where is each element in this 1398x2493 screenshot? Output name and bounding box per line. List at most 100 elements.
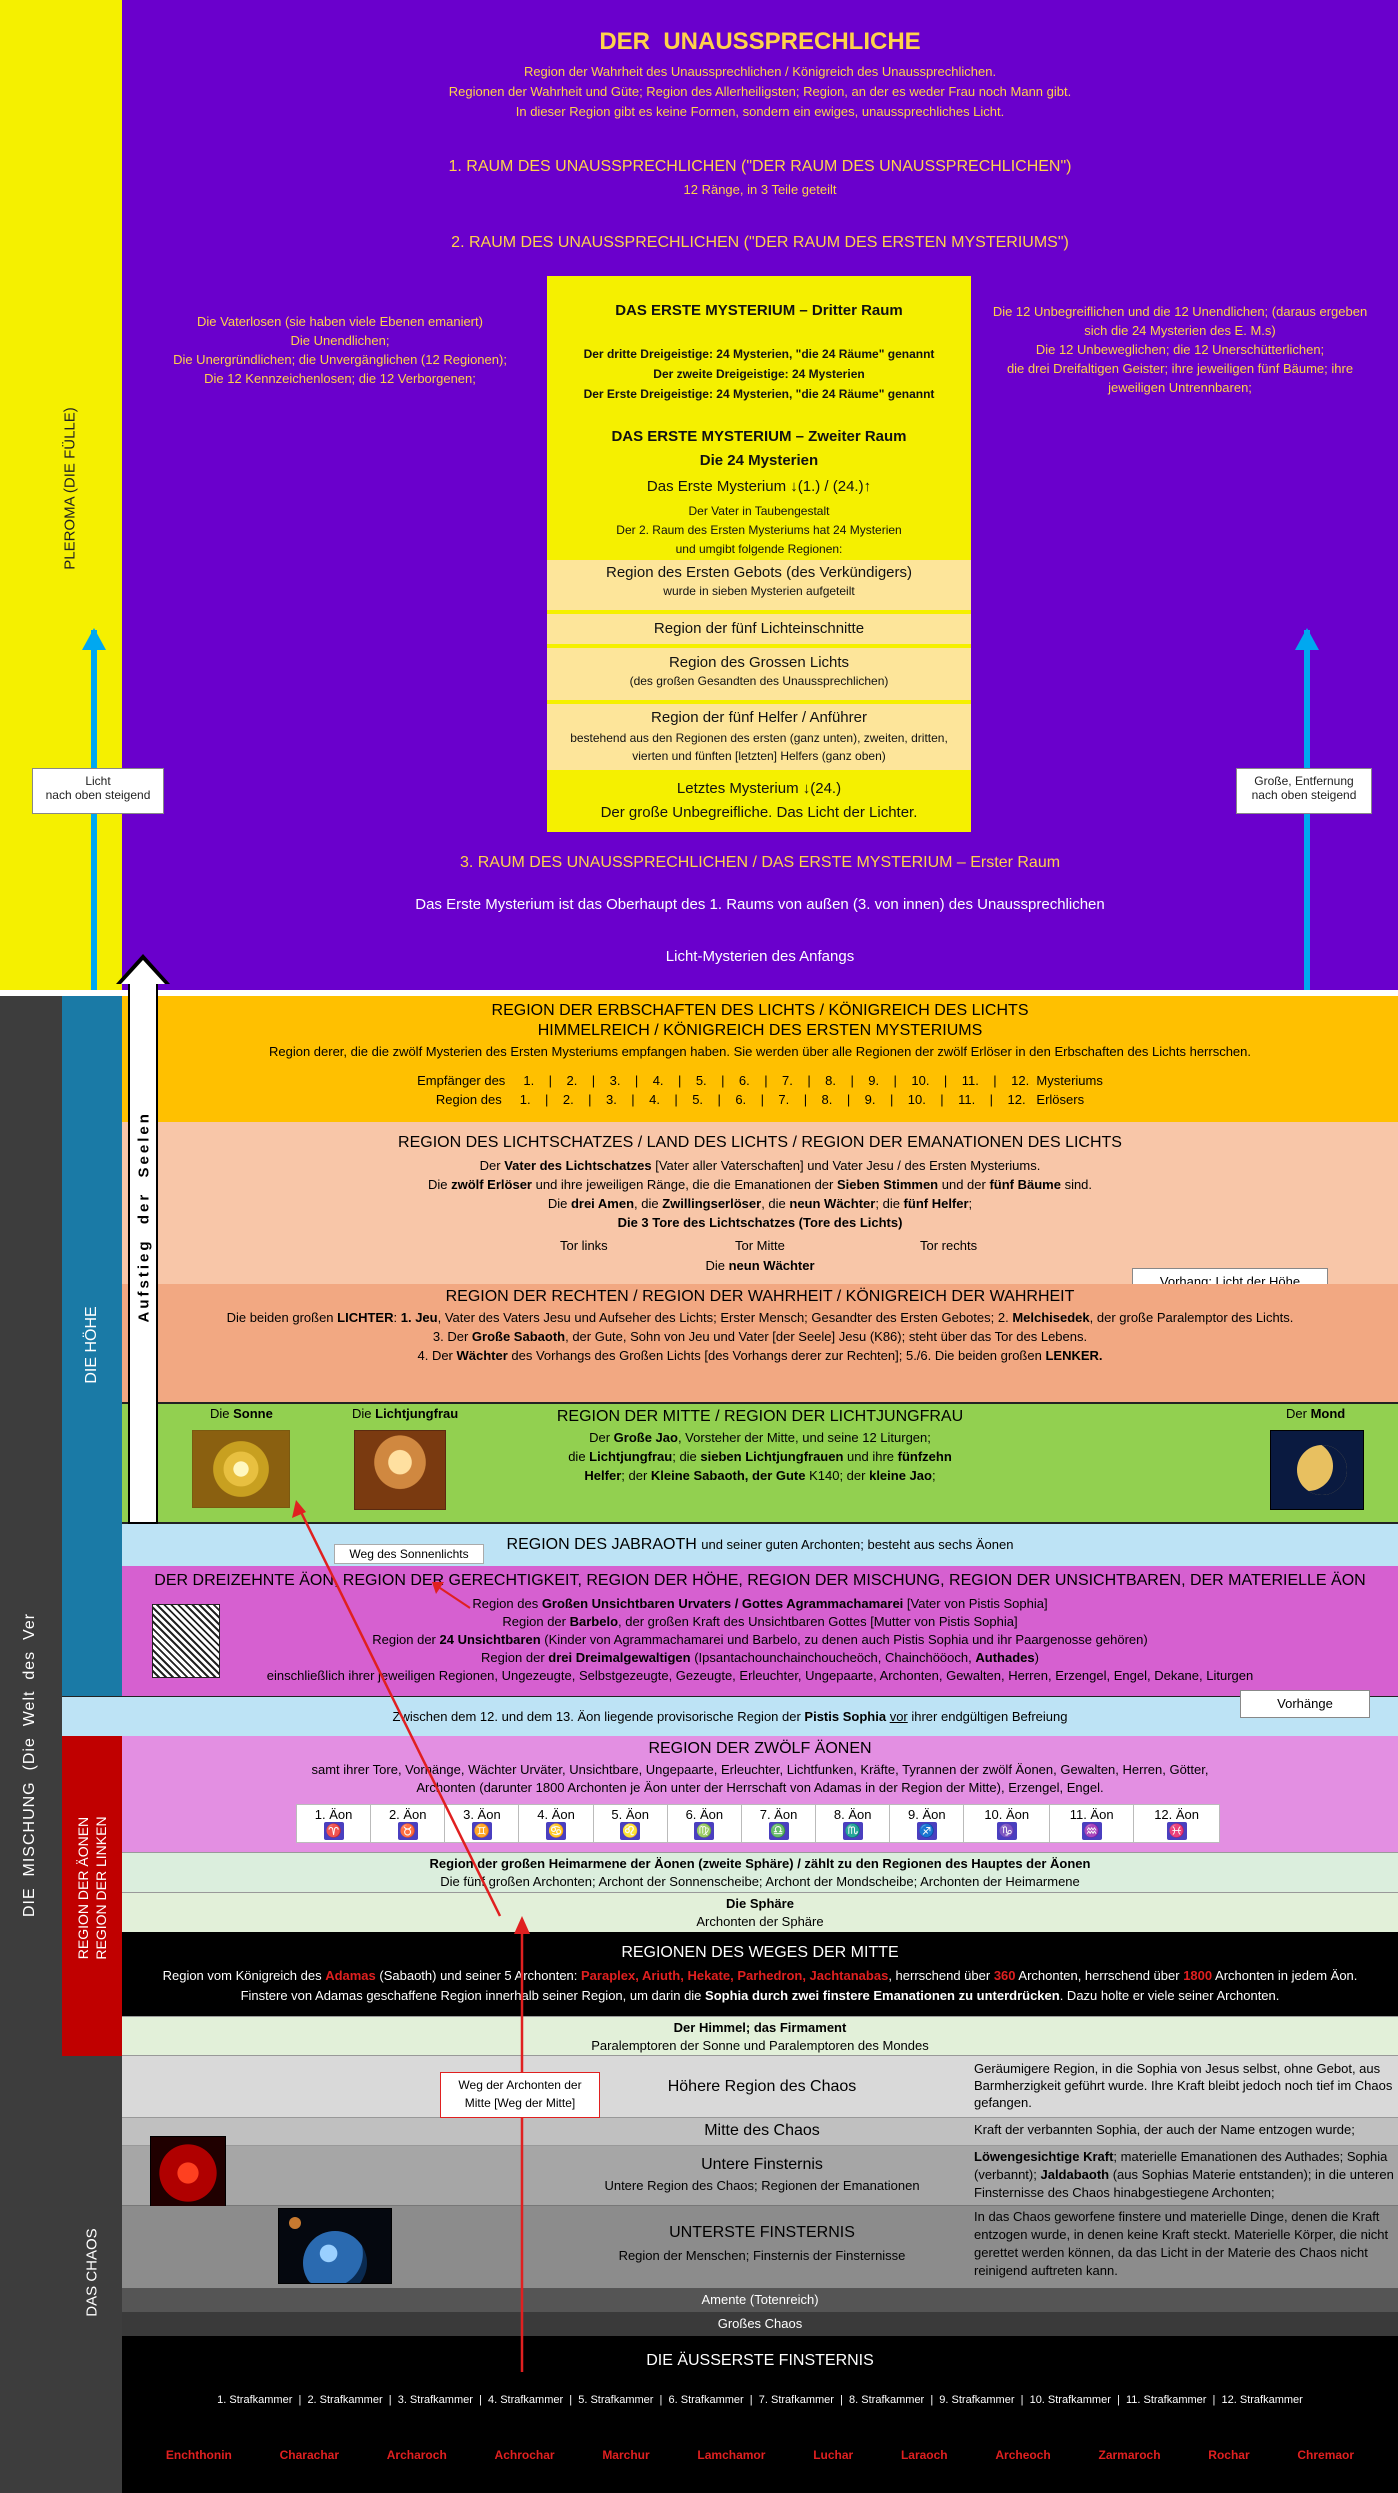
- aeon-label: 4. Äon: [537, 1807, 575, 1822]
- strafkammer-name: Zarmaroch: [1098, 2448, 1161, 2462]
- dritter-raum-line: Der Erste Dreigeistige: 24 Mysterien, "d…: [583, 387, 935, 401]
- letztes-mysterium-sub: Der große Unbegreifliche. Das Licht der …: [600, 804, 918, 821]
- tor-rechts: Tor rechts: [920, 1238, 978, 1253]
- lichtschatz-line: Die drei Amen, die Zwillingserlöser, die…: [547, 1196, 973, 1211]
- aries-icon: ♈: [323, 1822, 344, 1840]
- dreizehnte-portrait-image: [152, 1604, 220, 1678]
- raum2-title: 2. RAUM DES UNAUSSPRECHLICHEN ("DER RAUM…: [451, 234, 1069, 251]
- lichtjungfrau-image: [354, 1430, 446, 1510]
- rechten-line: 4. Der Wächter des Vorhangs des Großen L…: [417, 1348, 1103, 1363]
- grossen-lichts-region: Region des Grossen Lichts (des großen Ge…: [547, 648, 971, 700]
- heimarmene-line1: Region der großen Heimarmene der Äonen (…: [429, 1856, 1091, 1871]
- left-light-arrow-head: [82, 628, 106, 650]
- zweiter-raum-title: DAS ERSTE MYSTERIUM – Zweiter Raum: [611, 428, 907, 445]
- einschnitte-region: Region der fünf Lichteinschnitte: [547, 614, 971, 644]
- pisces-icon: ♓: [1166, 1822, 1187, 1840]
- zweiter-raum-small-line: Der Vater in Taubengestalt: [688, 504, 830, 518]
- fuenf-helfer-title: Region der fünf Helfer / Anführer: [651, 709, 867, 726]
- lichtschatz-title: REGION DES LICHTSCHATZES / LAND DES LICH…: [398, 1134, 1122, 1151]
- amente-region: Amente (Totenreich): [122, 2288, 1398, 2312]
- strafkammer-name: Luchar: [813, 2448, 854, 2462]
- jabraoth-region: REGION DES JABRAOTH und seiner guten Arc…: [122, 1524, 1398, 1566]
- weg-mitte-line1: Region vom Königreich des Adamas (Sabaot…: [162, 1968, 1358, 1983]
- aeon-label: 5. Äon: [611, 1807, 649, 1822]
- gebot-region: Region des Ersten Gebots (des Verkündige…: [547, 560, 971, 610]
- aeussere-title: DIE ÄUSSERSTE FINSTERNIS: [646, 2352, 874, 2369]
- aeon-label: 10. Äon: [984, 1807, 1030, 1822]
- hoehere-chaos-region: [122, 2056, 1398, 2118]
- strafkammer-name: Marchur: [602, 2448, 650, 2462]
- strafkammer-name: Rochar: [1208, 2448, 1250, 2462]
- zweiter-raum-small-line: Der 2. Raum des Ersten Mysteriums hat 24…: [616, 523, 902, 537]
- fuenf-helfer-sub: bestehend aus den Regionen des ersten (g…: [570, 731, 948, 763]
- dreizehnte-line: Region der 24 Unsichtbaren (Kinder von A…: [372, 1632, 1148, 1647]
- aeussere-finsternis-region: DIE ÄUSSERSTE FINSTERNIS 1. Strafkammer …: [122, 2336, 1398, 2493]
- sonne-label: Die Sonne: [210, 1406, 273, 1421]
- untere-finsternis-region: [122, 2146, 1398, 2206]
- aeon-label: 6. Äon: [685, 1807, 724, 1822]
- gemini-icon: ♊: [471, 1822, 492, 1840]
- rechten-region: REGION DER RECHTEN / REGION DER WAHRHEIT…: [122, 1284, 1398, 1402]
- zwoelf-title: REGION DER ZWÖLF ÄONEN: [648, 1740, 872, 1757]
- aeonen-strip: [62, 1736, 122, 2056]
- himmel-title: Der Himmel; das Firmament: [673, 2020, 847, 2035]
- strafkammer-name: Enchthonin: [165, 2448, 232, 2462]
- lion-icon: [150, 2136, 226, 2210]
- right-light-arrow-head: [1295, 628, 1319, 650]
- aufstieg-arrow-shaft: [128, 978, 158, 1524]
- chaos-label: DAS CHAOS: [83, 2228, 101, 2317]
- strafkammer-name: Laraoch: [900, 2448, 948, 2462]
- cancer-icon: ♋: [546, 1822, 567, 1840]
- rechten-title: REGION DER RECHTEN / REGION DER WAHRHEIT…: [445, 1288, 1075, 1305]
- pleroma-intro-line: Regionen der Wahrheit und Güte; Region d…: [448, 84, 1072, 99]
- aeon-label: 7. Äon: [759, 1807, 798, 1822]
- strafkammer-name: Charachar: [279, 2448, 339, 2462]
- aquarius-icon: ♒: [1081, 1822, 1102, 1840]
- mitte-title: REGION DER MITTE / REGION DER LICHTJUNGF…: [556, 1408, 964, 1425]
- aeon-cell: 9. Äon♐: [889, 1804, 965, 1843]
- weg-archonten-label: Weg der Archonten der Mitte [Weg der Mit…: [440, 2072, 600, 2118]
- strafkammer-names: Enchthonin Charachar Archaroch Achrochar…: [122, 2448, 1398, 2462]
- dritter-raum-lines: Der dritte Dreigeistige: 24 Mysterien, "…: [547, 344, 971, 404]
- weg-sonnenlicht-label: Weg des Sonnenlichts: [334, 1544, 484, 1564]
- pleroma-side-label: PLEROMA (DIE FÜLLE): [61, 407, 79, 570]
- strafkammer-name: Chremaor: [1297, 2448, 1355, 2462]
- aeon-label: 11. Äon: [1069, 1807, 1114, 1822]
- aeon-cell: 4. Äon♋: [518, 1804, 594, 1843]
- amente-label: Amente (Totenreich): [701, 2292, 819, 2307]
- mitte-line: die Lichtjungfrau; die sieben Lichtjungf…: [568, 1449, 952, 1464]
- gebot-sub: wurde in sieben Mysterien aufgeteilt: [663, 584, 855, 598]
- aeon-label: 12. Äon: [1154, 1807, 1200, 1822]
- dreizehnte-line: Region des Großen Unsichtbaren Urvaters …: [472, 1596, 1048, 1611]
- dreizehnte-line: Region der drei Dreimalgewaltigen (Ipsan…: [481, 1650, 1039, 1665]
- erbschaften-row1: Empfänger des 1. | 2. | 3. | 4. | 5. | 6…: [417, 1073, 1103, 1088]
- gebot-title: Region des Ersten Gebots (des Verkündige…: [606, 564, 912, 581]
- vorhaenge-label: Vorhänge: [1240, 1690, 1370, 1718]
- heimarmene-region: Region der großen Heimarmene der Äonen (…: [122, 1852, 1398, 1892]
- fuenf-helfer-region: Region der fünf Helfer / Anführer besteh…: [547, 704, 971, 770]
- lichtschatz-line: Der Vater des Lichtschatzes [Vater aller…: [479, 1158, 1041, 1173]
- lichtschatz-line: Die zwölf Erlöser und ihre jeweiligen Rä…: [427, 1177, 1093, 1192]
- pleroma-intro-line: Region der Wahrheit des Unaussprechliche…: [523, 64, 997, 79]
- aeon-cell: 12. Äon♓: [1133, 1804, 1220, 1843]
- hoehere-chaos-title: Höhere Region des Chaos: [667, 2078, 857, 2095]
- zweiter-raum-sub: Die 24 Mysterien: [699, 452, 819, 469]
- aeon-label: 3. Äon: [463, 1807, 501, 1822]
- aeon-cell: 8. Äon♏: [815, 1804, 891, 1843]
- pleroma-intro: Region der Wahrheit des Unaussprechliche…: [122, 62, 1398, 122]
- left-arrow-label: Licht nach oben steigend: [32, 768, 164, 814]
- mitte-chaos-right: Kraft der verbannten Sophia, der auch de…: [974, 2122, 1355, 2137]
- weg-mitte-title: REGIONEN DES WEGES DER MITTE: [621, 1944, 899, 1961]
- chaos-strip: [62, 2056, 122, 2493]
- grosses-chaos-label: Großes Chaos: [717, 2316, 803, 2331]
- aeonen-table: 1. Äon♈ 2. Äon♉ 3. Äon♊ 4. Äon♋ 5. Äon♌ …: [295, 1804, 1220, 1843]
- untere-finsternis-title: Untere Finsternis: [701, 2156, 823, 2173]
- grosses-chaos-region: Großes Chaos: [122, 2312, 1398, 2336]
- aeon-cell: 7. Äon♎: [740, 1804, 817, 1843]
- taurus-icon: ♉: [397, 1822, 418, 1840]
- raum1-title: 1. RAUM DES UNAUSSPRECHLICHEN ("DER RAUM…: [448, 158, 1072, 175]
- dreizehnte-region: DER DREIZEHNTE ÄON, REGION DER GERECHTIG…: [122, 1566, 1398, 1696]
- lichtjungfrau-label: Die Lichtjungfrau: [352, 1406, 459, 1421]
- mischung-outer-strip: [0, 996, 62, 2493]
- moon-crescent-icon: [1297, 1445, 1347, 1495]
